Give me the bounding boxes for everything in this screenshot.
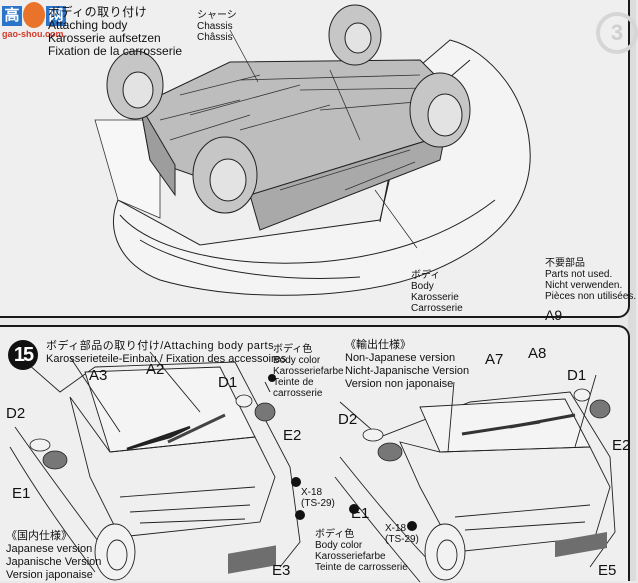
part-label-a7: A7 [485, 351, 504, 368]
watermark-url: gao-shou.com [2, 29, 64, 39]
license-plate-e3 [228, 545, 276, 574]
unused-de: Nicht verwenden. [545, 280, 623, 291]
body-label-de: Karosserie [411, 292, 459, 303]
body-chassis-illustration [94, 4, 531, 296]
paint-dot [295, 510, 305, 520]
part-label-d2-right: D2 [338, 411, 358, 428]
paint-code-left-ts: (TS-29) [301, 498, 335, 509]
paint-dot [291, 477, 301, 487]
body-label-jp: ボディ [411, 270, 441, 281]
mirror-d2-left [29, 438, 51, 452]
chassis-label-en: Chassis [197, 21, 233, 32]
export-en: Non-Japanese version [345, 352, 456, 364]
part-label-d1-right: D1 [567, 367, 587, 384]
export-jp: 《輸出仕様》 [345, 339, 411, 351]
paint-dot [407, 521, 417, 531]
part-label-d2-left: D2 [6, 405, 26, 422]
body-color-fr1: Teinte de [273, 377, 314, 388]
wipers-left [126, 413, 226, 451]
body-color-note-bottom: ボディ色 Body color Karosseriefarbe Teinte d… [315, 529, 408, 573]
unused-part-a9: A9 [545, 307, 563, 323]
bleed-step-number: 3 [610, 20, 624, 45]
paint-code-right: X-18 (TS-29) [385, 523, 419, 545]
watermark-char-2: 网 [46, 6, 66, 26]
paint-dot [349, 504, 359, 514]
chassis-label-jp: シャーシ [197, 10, 237, 21]
export-de: Nicht-Japanische Version [345, 365, 470, 377]
paint-dot [268, 374, 276, 382]
export-fr: Version non japonaise [345, 378, 454, 390]
body-parts-illustration [9, 351, 616, 583]
body-color-de: Karosseriefarbe [273, 366, 344, 377]
step-15-title-de-fr: Karosserieteile-Einbau / Fixation des ac… [46, 353, 287, 365]
part-label-a2: A2 [146, 361, 165, 378]
step-panel-15: 15 ボディ部品の取り付け/Attaching body parts Karos… [0, 325, 631, 583]
paint-code-left: X-18 (TS-29) [301, 487, 335, 509]
bleed-step-circle: 3 [596, 12, 638, 54]
unused-fr: Pièces non utilisées. [545, 291, 637, 302]
japan-en: Japanese version [6, 543, 93, 555]
body-color-b-de: Karosseriefarbe [315, 551, 386, 562]
part-label-d1-left: D1 [218, 374, 238, 391]
japan-jp: 《国内仕様》 [6, 530, 72, 542]
chassis-label-fr: Châssis [197, 32, 233, 43]
title-en: Attaching body [48, 18, 128, 32]
paint-code-right-ts: (TS-29) [385, 534, 419, 545]
part-label-e1-left: E1 [12, 485, 31, 502]
japan-de: Japanische Version [6, 556, 102, 568]
page-edge [628, 0, 636, 581]
export-version-note: 《輸出仕様》 Non-Japanese version Nicht-Japani… [345, 339, 469, 391]
part-label-e1-right: E1 [351, 505, 370, 522]
unused-parts-note: 不要部品 Parts not used. Nicht verwenden. Pi… [545, 258, 636, 325]
mirror-d1-left [235, 394, 253, 408]
body-label-fr: Carrosserie [411, 303, 463, 314]
body-color-fr2: carrosserie [273, 388, 323, 399]
japan-version-note: 《国内仕様》 Japanese version Japanische Versi… [6, 530, 101, 582]
mirror-d2-right [362, 428, 384, 442]
unused-jp: 不要部品 [545, 258, 585, 269]
body-label: ボディ Body Karosserie Carrosserie [411, 270, 463, 314]
mirror-e1-right [377, 442, 403, 462]
japan-fr: Version japonaise [6, 569, 93, 581]
part-label-a3: A3 [89, 367, 108, 384]
mirror-e1-left [42, 450, 68, 470]
part-label-e5: E5 [598, 562, 617, 579]
thumb-icon [23, 2, 45, 28]
body-color-b-jp: ボディ色 [315, 529, 355, 540]
chassis-label: シャーシ Chassis Châssis [197, 10, 237, 43]
watermark-logo: 高 网 gao-shou.com [2, 2, 70, 40]
part-label-e2-right: E2 [612, 437, 631, 454]
part-label-a8: A8 [528, 345, 547, 362]
step-panel-attach-body: 3 [0, 0, 638, 323]
body-color-en: Body color [273, 355, 321, 366]
body-color-note-top: ボディ色 Body color Karosseriefarbe Teinte d… [273, 344, 344, 399]
body-color-jp: ボディ色 [273, 344, 313, 355]
paint-code-left-x: X-18 [301, 487, 323, 498]
body-color-b-en: Body color [315, 540, 363, 551]
part-label-e3: E3 [272, 562, 291, 579]
step-15-title: ボディ部品の取り付け/Attaching body parts Karosser… [46, 340, 286, 366]
mirror-d1-right [573, 388, 591, 402]
step-15-title-jp-en: ボディ部品の取り付け/Attaching body parts [46, 340, 275, 352]
title-fr: Fixation de la carrosserie [48, 44, 183, 58]
mirror-e2-right [589, 399, 611, 419]
step-title-block: ボディの取り付け Attaching body Karosserie aufse… [48, 6, 182, 58]
body-color-b-fr: Teinte de carrosserie [315, 562, 408, 573]
title-de: Karosserie aufsetzen [48, 31, 161, 45]
part-label-e2-left: E2 [283, 427, 302, 444]
license-plate-e5 [555, 531, 607, 558]
step-number-badge: 15 [8, 340, 38, 370]
unused-en: Parts not used. [545, 269, 613, 280]
wipers-right [461, 413, 576, 436]
title-jp: ボディの取り付け [48, 5, 148, 19]
watermark-char-1: 高 [2, 6, 22, 26]
body-label-en: Body [411, 281, 434, 292]
paint-code-right-x: X-18 [385, 523, 407, 534]
mirror-e2-left [254, 402, 276, 422]
